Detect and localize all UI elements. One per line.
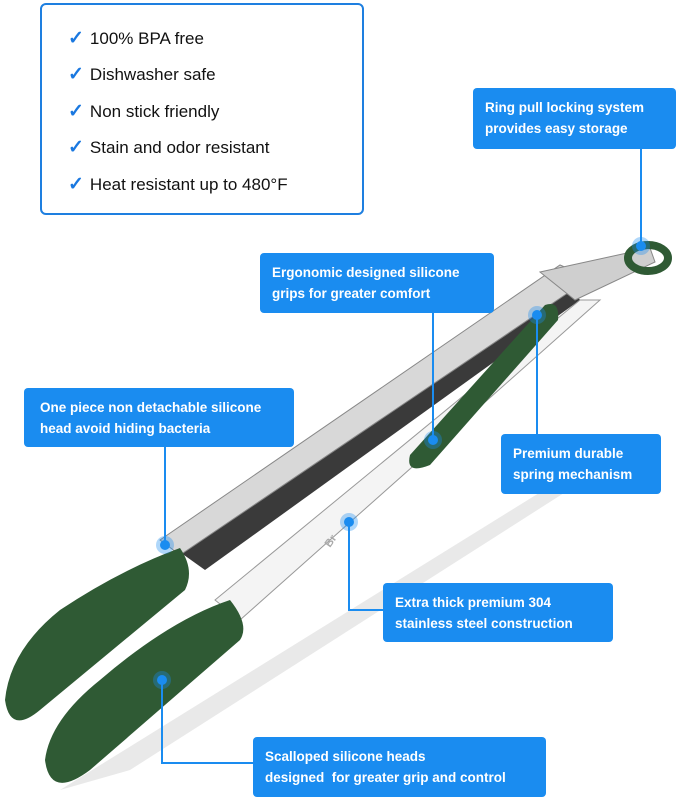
callout-line: head avoid hiding bacteria <box>40 421 211 436</box>
callout-one-piece-head: One piece non detachable silicone head av… <box>24 388 294 447</box>
checkmark-icon: ✓ <box>68 101 84 122</box>
callout-scalloped: Scalloped silicone heads designed for gre… <box>253 737 546 797</box>
feature-label: Non stick friendly <box>89 101 220 121</box>
feature-label: 100% BPA free <box>89 28 204 48</box>
checkmark-icon: ✓ <box>68 64 84 85</box>
checkmark-icon: ✓ <box>68 137 84 158</box>
feature-item: ✓Heat resistant up to 480°F <box>68 173 288 196</box>
upper-head <box>5 548 189 721</box>
callout-line: Extra thick premium 304 <box>395 595 552 610</box>
feature-label: Heat resistant up to 480°F <box>89 174 288 194</box>
callout-line: designed for greater grip and control <box>265 770 506 785</box>
callout-line: Scalloped silicone heads <box>265 749 426 764</box>
ring-pull <box>624 241 672 275</box>
feature-item: ✓Dishwasher safe <box>68 63 216 86</box>
feature-item: ✓Stain and odor resistant <box>68 136 269 159</box>
callout-line: Ergonomic designed silicone <box>272 265 460 280</box>
feature-item: ✓Non stick friendly <box>68 100 219 123</box>
shadow <box>60 470 600 790</box>
callout-line: grips for greater comfort <box>272 286 431 301</box>
callout-line: spring mechanism <box>513 467 633 482</box>
lower-head <box>45 600 244 783</box>
callout-line: Premium durable <box>513 446 624 461</box>
callout-line: Ring pull locking system <box>485 100 645 115</box>
feature-label: Dishwasher safe <box>89 64 216 84</box>
callout-line: provides easy storage <box>485 121 628 136</box>
feature-checklist: ✓100% BPA free ✓Dishwasher safe ✓Non sti… <box>40 3 364 215</box>
grip <box>409 304 559 469</box>
callout-line: stainless steel construction <box>395 616 573 631</box>
callout-line: One piece non detachable silicone <box>40 400 262 415</box>
connector-lines <box>161 148 642 764</box>
marker-dots <box>153 237 650 689</box>
checkmark-icon: ✓ <box>68 174 84 195</box>
feature-item: ✓100% BPA free <box>68 27 204 50</box>
callout-grips: Ergonomic designed silicone grips for gre… <box>260 253 494 313</box>
callout-spring: Premium durable spring mechanism <box>501 434 661 494</box>
callout-steel: Extra thick premium 304 stainless steel c… <box>383 583 613 642</box>
checkmark-icon: ✓ <box>68 28 84 49</box>
callout-ring-pull: Ring pull locking system provides easy st… <box>473 88 676 149</box>
feature-label: Stain and odor resistant <box>89 137 270 157</box>
